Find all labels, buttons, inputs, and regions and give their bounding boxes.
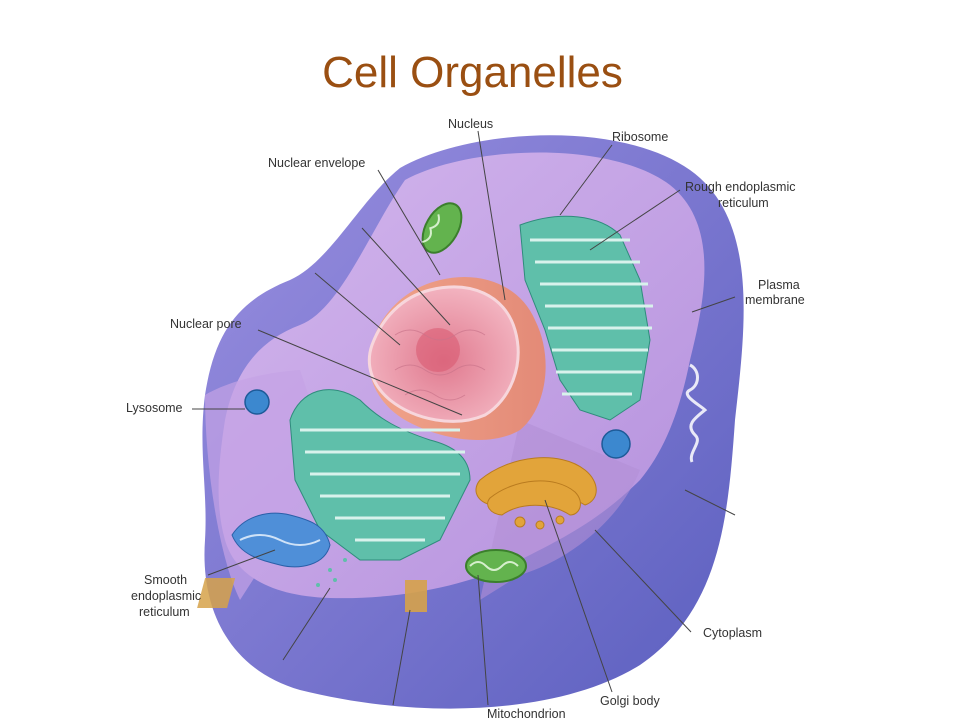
nucleus-shape <box>367 276 546 441</box>
smooth-er-shape <box>231 512 331 568</box>
ribosome-dots <box>316 558 347 587</box>
leader-lines <box>192 130 736 706</box>
label-golgi-body: Golgi body <box>600 694 661 708</box>
label-smooth-er-line2: endoplasmic <box>131 589 201 603</box>
label-plasma-membrane-line1: Plasma <box>758 278 800 292</box>
label-mitochondrion: Mitochondrion <box>487 707 566 720</box>
label-cytoplasm: Cytoplasm <box>703 626 762 640</box>
label-smooth-er-line3: reticulum <box>139 605 190 619</box>
label-nucleus: Nucleus <box>448 117 493 131</box>
label-rough-er-line1: Rough endoplasmic <box>685 180 796 194</box>
label-lysosome: Lysosome <box>126 401 183 415</box>
label-rough-er-line2: reticulum <box>718 196 769 210</box>
lysosome-shape <box>244 389 631 459</box>
label-nuclear-envelope: Nuclear envelope <box>268 156 365 170</box>
label-plasma-membrane-line2: membrane <box>745 293 805 307</box>
rough-er-front-shape <box>289 389 471 561</box>
label-nuclear-pore: Nuclear pore <box>170 317 242 331</box>
mitochondrion-shape <box>421 202 527 583</box>
golgi-body-shape <box>475 457 597 530</box>
label-ribosome: Ribosome <box>612 130 668 144</box>
rough-er-shape <box>519 215 653 421</box>
label-smooth-er-line1: Smooth <box>144 573 187 587</box>
slide-title: Cell Organelles <box>322 48 623 97</box>
centriole-shape <box>197 578 427 612</box>
